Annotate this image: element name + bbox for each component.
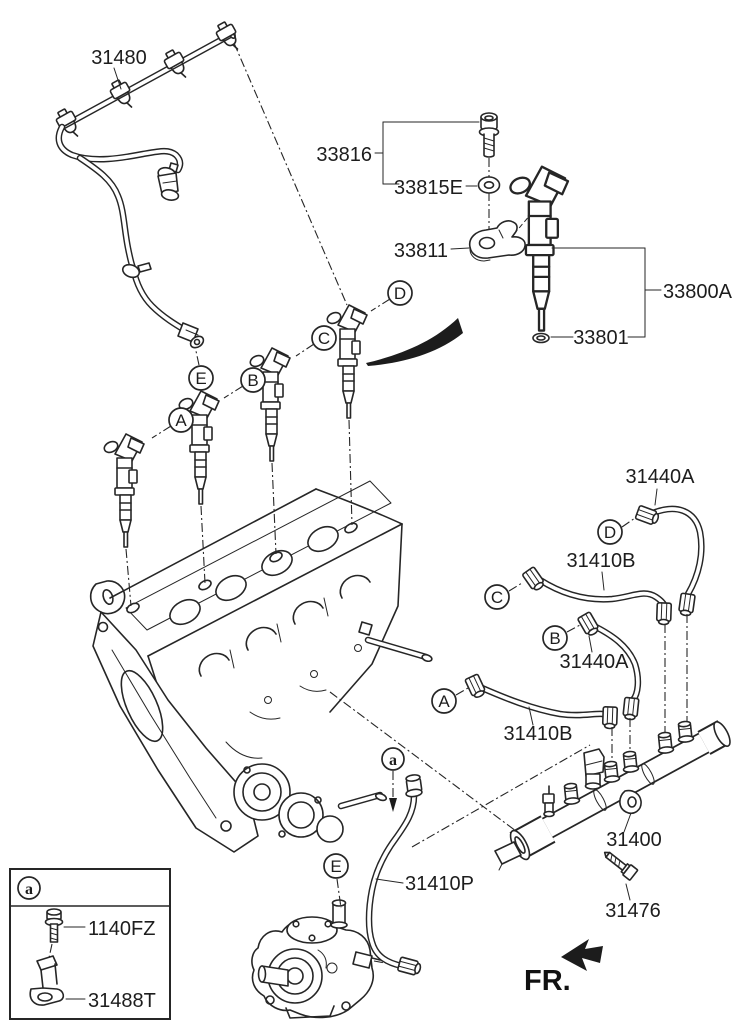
injector-insert-lines: [125, 419, 353, 607]
svg-text:A: A: [175, 411, 187, 430]
front-direction: FR.: [524, 939, 603, 997]
leader-31476: [625, 883, 631, 901]
svg-text:E: E: [195, 369, 206, 388]
leader-31480: [113, 67, 122, 90]
fuel-rail: [494, 720, 731, 871]
callout-B-injector: B: [223, 367, 266, 399]
fuel-return-rail: [52, 18, 245, 143]
part-label-31410B-c: 31410B: [567, 550, 636, 572]
fr-label: FR.: [524, 965, 571, 997]
svg-text:C: C: [491, 588, 503, 607]
pipe-d-31440A: [634, 504, 705, 730]
hose-clamp: [121, 262, 152, 279]
legend-box: a 1140FZ 31488T: [9, 868, 171, 1020]
part-label-33811: 33811: [394, 240, 448, 262]
rail-union-2: [601, 760, 621, 784]
assembly-line-2: [411, 744, 591, 848]
return-clamp-3: [160, 46, 193, 84]
injector-oring: [532, 332, 550, 344]
pipe-c-31410B: [521, 565, 673, 743]
part-label-1140FZ: 1140FZ: [88, 918, 155, 940]
injector-c: [247, 347, 291, 462]
leader-33811: [450, 247, 470, 250]
clamp-to-injector-line: [513, 213, 532, 235]
bracket-33816: [374, 121, 480, 185]
callout-C-pipe: C: [484, 582, 523, 610]
rail-union-4: [655, 731, 675, 755]
part-label-31410P: 31410P: [405, 873, 474, 895]
part-label-33815E: 33815E: [394, 177, 463, 199]
svg-text:D: D: [394, 284, 406, 303]
part-label-31440A-b: 31440A: [560, 651, 630, 673]
leader-31440A-b: [588, 635, 593, 653]
legend-bracket-icon: [29, 955, 65, 1006]
svg-text:B: B: [549, 629, 560, 648]
fr-arrow-icon: [561, 939, 603, 971]
part-label-31400: 31400: [606, 829, 662, 851]
high-pressure-pump: [251, 899, 381, 1019]
part-label-31476: 31476: [605, 900, 661, 922]
leader-31410P: [375, 878, 404, 884]
injector-clamp-bolt: [478, 112, 500, 158]
part-label-31440A-d: 31440A: [626, 466, 696, 488]
injector-clamp: [468, 220, 526, 262]
part-label-31488T: 31488T: [88, 990, 156, 1012]
callout-a-detail: a: [381, 747, 405, 812]
svg-text:D: D: [604, 523, 616, 542]
pipe-top-fitting: [405, 774, 423, 798]
svg-text:C: C: [318, 329, 330, 348]
rail-bolt: [603, 851, 639, 881]
fuel-return-hose: [55, 123, 205, 349]
part-label-31480: 31480: [91, 47, 147, 69]
svg-text:B: B: [247, 371, 258, 390]
return-clamp-2: [106, 76, 139, 114]
callout-D-pipe: D: [597, 517, 636, 545]
callout-D-injector: D: [370, 280, 413, 312]
detail-pointer-icon: [389, 798, 397, 812]
injector-d: [324, 304, 368, 419]
return-clamp-4: [212, 18, 245, 56]
rail-union-1: [561, 782, 581, 806]
part-label-33816: 33816: [316, 144, 372, 166]
leader-31400: [623, 812, 632, 833]
legend-marker-letter: a: [25, 881, 33, 898]
part-label-33801: 33801: [573, 327, 629, 349]
leader-31410B-c: [601, 571, 605, 591]
rail-regulator: [583, 748, 605, 790]
leader-31440A-d: [654, 488, 658, 506]
assembly-line-rail-to-injector: [233, 42, 348, 306]
pipe-b-31440A: [576, 610, 642, 760]
rail-end-bracket: [494, 841, 522, 865]
callout-E-pump: E: [323, 853, 349, 909]
svg-text:A: A: [438, 692, 450, 711]
svg-text:E: E: [330, 857, 341, 876]
rail-pressure-sensor: [542, 785, 555, 818]
callout-A-injector: A: [151, 407, 194, 439]
legend-marker-circle: [17, 876, 41, 900]
callout-C-injector: C: [295, 325, 337, 357]
bracket-33800A: [550, 247, 662, 338]
return-hose-sensor: [157, 162, 180, 201]
injector-a: [101, 433, 145, 548]
rail-union-3: [620, 750, 640, 774]
injector-clamp-washer: [477, 176, 501, 194]
callout-B-pipe: B: [542, 624, 581, 651]
hose-end-fitting: [177, 322, 205, 349]
part-label-31410B-a: 31410B: [504, 723, 573, 745]
callout-E-hose: E: [188, 350, 214, 391]
svg-text:a: a: [389, 752, 397, 769]
callout-A-pipe: A: [431, 687, 469, 714]
pump-pipe-31410P: [365, 774, 423, 977]
rail-mount-lug: [619, 789, 642, 815]
assembly-line-1: [329, 691, 537, 847]
pump-inlet-fitting: [330, 899, 348, 929]
leader-31410B-a: [528, 706, 534, 726]
assembly-swoosh-icon: [366, 318, 463, 366]
rail-union-5: [675, 720, 695, 744]
legend-bolt-icon: [44, 908, 64, 943]
part-label-33800A: 33800A: [663, 281, 733, 303]
engine-block: [89, 480, 433, 853]
pump-outlet-fitting: [352, 951, 381, 969]
